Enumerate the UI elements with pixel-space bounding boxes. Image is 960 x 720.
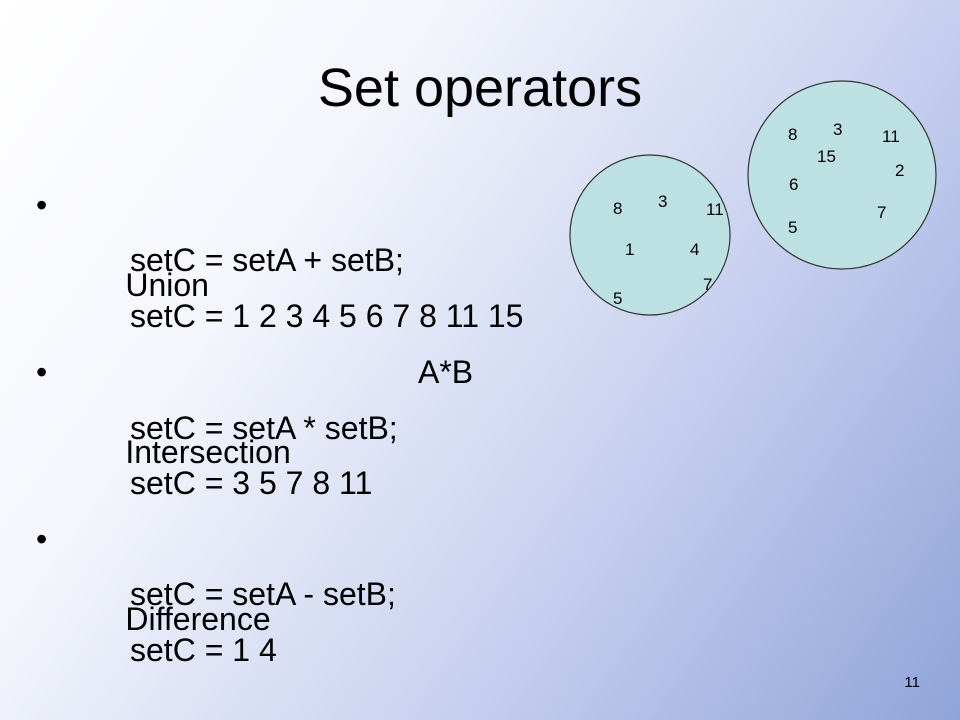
slide-number: 11: [904, 674, 920, 691]
set-a-number: 5: [613, 289, 622, 308]
set-b-number: 11: [882, 127, 900, 146]
bullet-text: Union: [125, 267, 209, 303]
set-b-number: 6: [789, 175, 798, 194]
set-a-number: 3: [658, 192, 667, 211]
code-line: setC = setA * setB;: [130, 410, 398, 446]
bullet-text: Intersection: [125, 434, 291, 470]
set-a-number: 7: [703, 275, 712, 294]
bullet-item-difference: • Difference: [36, 519, 271, 679]
bullet-dot: •: [36, 187, 48, 223]
bullet-item-union: • Union: [36, 185, 209, 345]
set-a-circle: [569, 154, 731, 316]
intersection-notation: A*B: [418, 354, 474, 390]
result-line: setC = 3 5 7 8 11: [130, 465, 373, 501]
set-b-circle: [747, 80, 937, 270]
bullet-dot: •: [36, 354, 48, 390]
set-a-number: 8: [613, 199, 622, 218]
set-b-number: 5: [788, 218, 797, 237]
result-line: setC = 1 4: [130, 632, 277, 668]
set-b-number: 15: [817, 147, 836, 166]
set-b-number: 7: [877, 203, 886, 222]
code-line: setC = setA + setB;: [130, 242, 404, 278]
slide-title: Set operators: [317, 58, 643, 118]
set-a-number: 4: [690, 240, 699, 259]
bullet-item-intersection: • Intersection A*B: [36, 352, 473, 552]
set-b-number: 2: [895, 161, 904, 180]
set-b-number: 8: [788, 125, 797, 144]
result-line: setC = 1 2 3 4 5 6 7 8 11 15: [130, 298, 524, 334]
bullet-text: Difference: [125, 601, 271, 637]
code-line: setC = setA - setB;: [130, 576, 396, 612]
set-a-number: 11: [706, 200, 724, 219]
set-b-number: 3: [833, 120, 842, 139]
set-a-number: 1: [625, 240, 634, 259]
bullet-dot: •: [36, 521, 48, 557]
